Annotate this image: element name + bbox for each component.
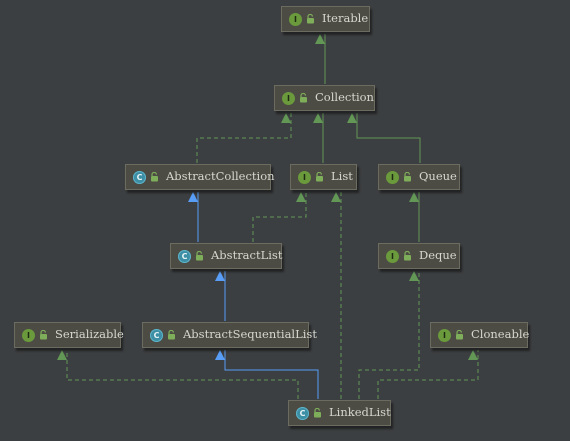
lock-icon	[40, 330, 47, 340]
class-icon: C	[178, 249, 191, 263]
lock-icon	[300, 93, 307, 103]
node-abstractsequentiallist[interactable]: C AbstractSequentialList	[142, 322, 317, 348]
lock-icon	[404, 251, 411, 261]
lock-icon	[168, 330, 175, 340]
node-label: AbstractSequentialList	[183, 327, 317, 342]
edge-abstractlist-list	[252, 192, 307, 242]
node-iterable[interactable]: I Iterable	[281, 6, 370, 32]
node-list[interactable]: I List	[290, 164, 357, 190]
interface-icon: I	[298, 170, 311, 184]
class-icon: C	[150, 328, 163, 342]
interface-icon: I	[282, 91, 295, 105]
edge-abstractcollection-collection	[196, 113, 292, 163]
interface-icon: I	[289, 12, 302, 26]
interface-icon: I	[386, 249, 399, 263]
lock-icon	[404, 172, 411, 182]
node-deque[interactable]: I Deque	[378, 243, 460, 269]
lock-icon	[196, 251, 203, 261]
class-icon: C	[296, 406, 309, 420]
interface-icon: I	[386, 170, 399, 184]
node-label: AbstractCollection	[166, 169, 275, 184]
node-label: AbstractList	[211, 248, 283, 263]
class-icon: C	[133, 170, 146, 184]
node-label: List	[331, 169, 353, 184]
edge-linkedlist-serializable	[57, 350, 299, 399]
lock-icon	[316, 172, 323, 182]
node-label: Collection	[315, 90, 374, 105]
edge-linkedlist-cloneable	[377, 350, 479, 399]
edge-linkedlist-abstractsequentiallist	[215, 350, 319, 399]
node-label: Queue	[419, 169, 457, 184]
node-label: Iterable	[322, 11, 369, 26]
lock-icon	[456, 330, 463, 340]
interface-icon: I	[438, 328, 451, 342]
node-cloneable[interactable]: I Cloneable	[430, 322, 530, 348]
node-label: Cloneable	[471, 327, 530, 342]
interface-icon: I	[22, 328, 35, 342]
node-abstractlist[interactable]: C AbstractList	[170, 243, 282, 269]
edge-queue-collection	[347, 113, 421, 163]
node-collection[interactable]: I Collection	[274, 85, 375, 111]
lock-icon	[314, 408, 321, 418]
node-label: Deque	[419, 248, 457, 263]
edge-linkedlist-deque	[358, 271, 420, 399]
lock-icon	[307, 14, 314, 24]
node-label: LinkedList	[329, 405, 391, 420]
node-abstractcollection[interactable]: C AbstractCollection	[125, 164, 275, 190]
node-label: Serializable	[55, 327, 124, 342]
lock-icon	[151, 172, 158, 182]
node-queue[interactable]: I Queue	[378, 164, 460, 190]
node-linkedlist[interactable]: C LinkedList	[288, 400, 391, 426]
node-serializable[interactable]: I Serializable	[14, 322, 124, 348]
